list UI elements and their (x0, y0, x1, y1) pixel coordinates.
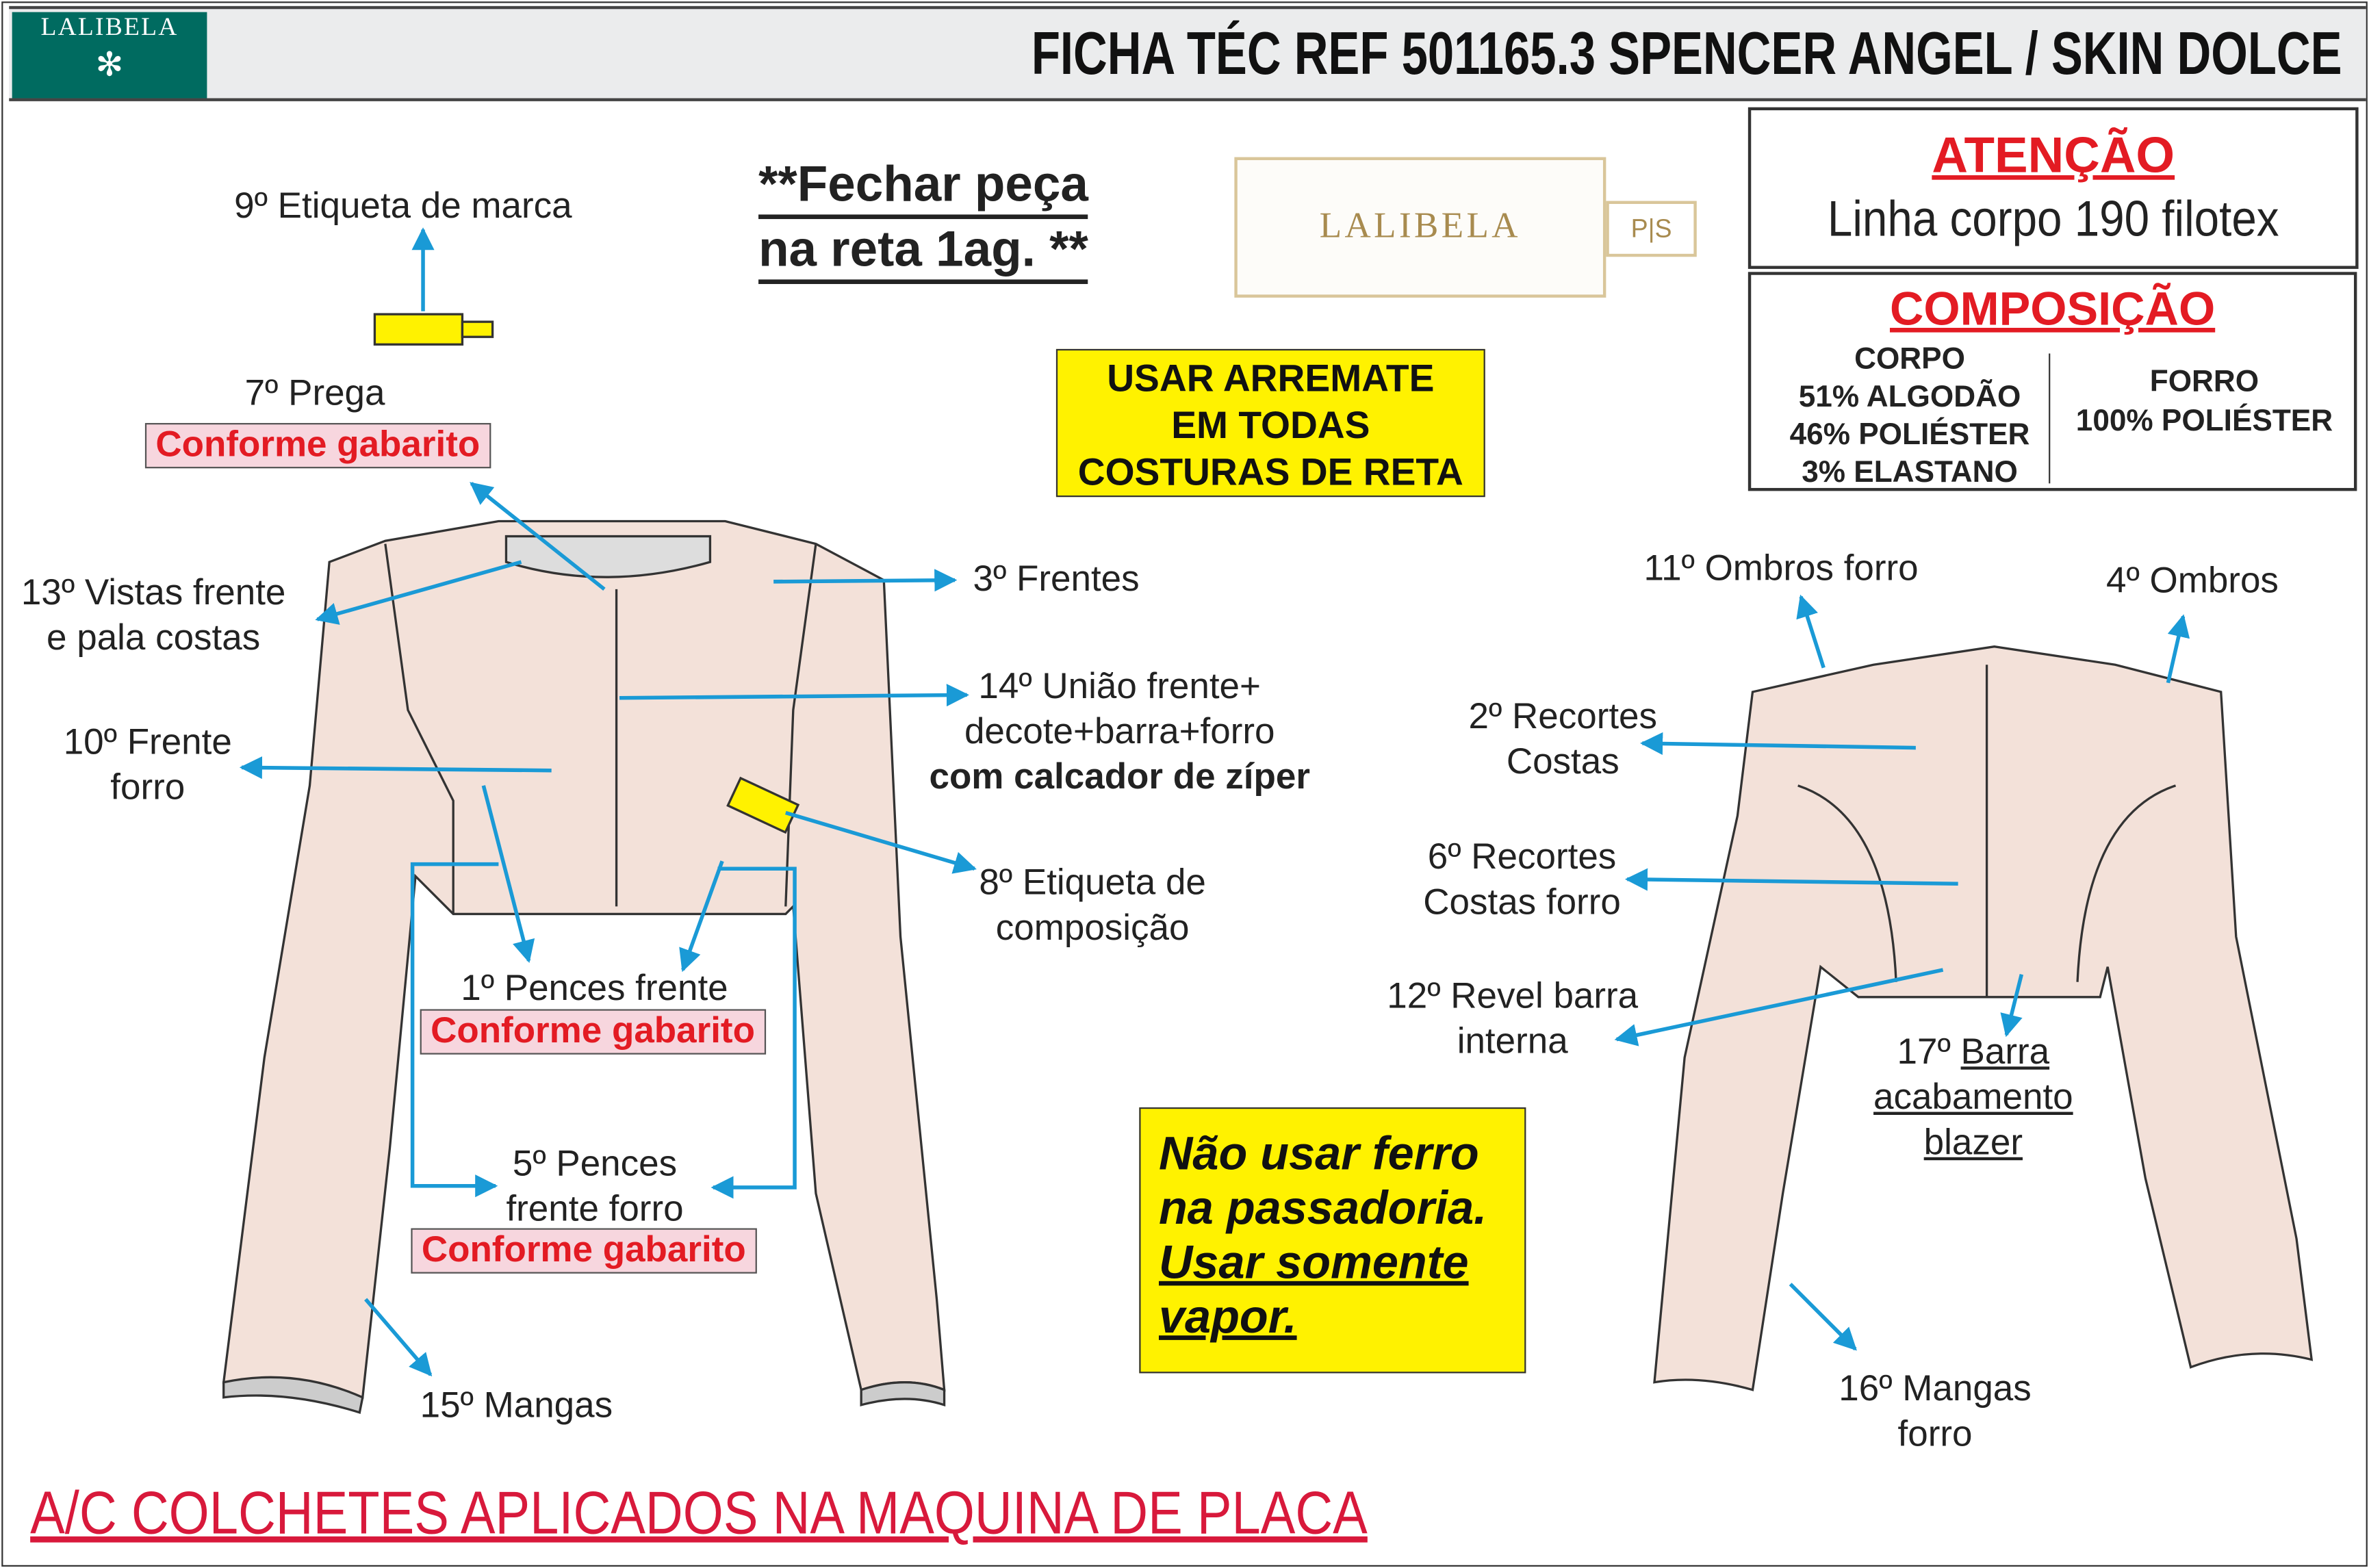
front-garment (222, 313, 946, 1414)
footer-note: A/C COLCHETES APLICADOS NA MAQUINA DE PL… (30, 1480, 1368, 1547)
attention-box: ATENÇÃO Linha corpo 190 filotex (1747, 107, 2359, 269)
close-piece-note: **Fechar peça na reta 1ag. ** (758, 154, 1088, 284)
brand-label-image: LALIBELA (1234, 157, 1606, 298)
callout-arrows (239, 227, 2190, 1377)
logo-text: LALIBELA (40, 12, 179, 41)
step-15-label: 15º Mangas (420, 1385, 613, 1426)
template-badge: Conforme gabarito (420, 1009, 766, 1055)
template-badge: Conforme gabarito (411, 1228, 757, 1274)
header-bar (9, 5, 2366, 101)
page-title: FICHA TÉC REF 501165.3 SPENCER ANGEL / S… (1031, 21, 2342, 88)
step-9-label: 9º Etiqueta de marca (234, 185, 572, 227)
size-label: P|S (1606, 201, 1697, 257)
step-3-label: 3º Frentes (973, 558, 1140, 600)
brand-logo: LALIBELA ✻ (12, 12, 207, 99)
step-11-label: 11º Ombros forro (1643, 548, 1919, 589)
back-garment (1653, 645, 2314, 1391)
step-1-label: 1º Pences frente (461, 968, 728, 1010)
bee-icon: ✻ (95, 45, 124, 83)
step-7-label: 7º Prega (244, 373, 385, 414)
step-4-label: 4º Ombros (2105, 560, 2279, 602)
template-badge: Conforme gabarito (144, 423, 491, 469)
